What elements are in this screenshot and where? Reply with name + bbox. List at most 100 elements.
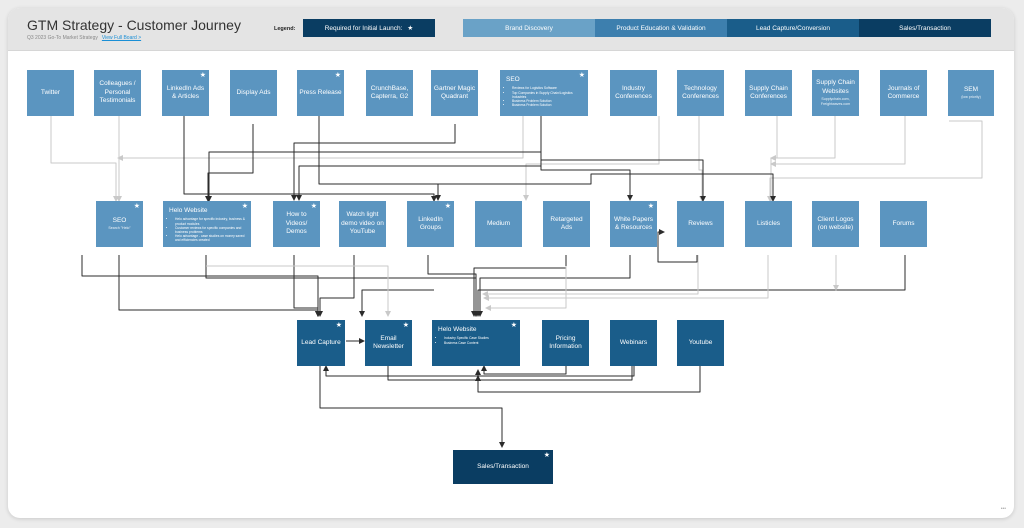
node-press[interactable]: Press Release ★: [297, 70, 344, 116]
node-bullet: Helo advantage - case studies on money s…: [175, 234, 245, 242]
node-label: Technology Conferences: [682, 84, 719, 100]
node-label: Watch light demo video on YouTube: [341, 211, 384, 236]
board-header: GTM Strategy - Customer Journey Q3 2023 …: [8, 8, 1014, 51]
node-label: Display Ads: [236, 88, 271, 96]
node-bullet-list: Helo advantage for specific industry, bu…: [169, 217, 245, 242]
node-display[interactable]: Display Ads: [230, 70, 277, 116]
star-icon: ★: [334, 72, 341, 79]
node-listicles[interactable]: Listicles: [745, 201, 792, 247]
node-helo1[interactable]: Helo WebsiteHelo advantage for specific …: [163, 201, 251, 247]
node-email[interactable]: Email Newsletter ★: [365, 320, 412, 366]
stage-label: Sales/Transaction: [899, 24, 951, 32]
node-colleagues[interactable]: Colleagues / Personal Testimonials: [94, 70, 141, 116]
star-icon: ★: [402, 322, 409, 329]
star-icon: ★: [335, 322, 342, 329]
node-bullet: Business Problem Solution: [512, 103, 582, 107]
view-full-board-link[interactable]: View Full Board >: [101, 35, 142, 41]
node-ligroups[interactable]: LinkedIn Groups★: [407, 201, 454, 247]
stage-lead-capture: Lead Capture/Conversion: [727, 19, 859, 37]
node-forums[interactable]: Forums: [880, 201, 927, 247]
node-sem[interactable]: SEM(low priority): [948, 70, 994, 116]
board-footer-mark: •••: [1000, 506, 1006, 512]
node-label: Email Newsletter: [373, 334, 404, 350]
node-label: How to Videos/ Demos: [285, 211, 308, 236]
node-label: Lead Capture: [301, 338, 341, 346]
node-label: Twitter: [40, 88, 61, 96]
node-label: Client Logos (on website): [817, 215, 854, 231]
stage-label: Lead Capture/Conversion: [755, 24, 831, 32]
stage-label: Brand Discovery: [505, 24, 553, 32]
node-label: Youtube: [688, 338, 713, 346]
node-scconf[interactable]: Supply Chain Conferences: [745, 70, 792, 116]
node-label: Medium: [486, 219, 511, 227]
node-label: Webinars: [619, 338, 648, 346]
node-gartner[interactable]: Gartner Magic Quadrant: [431, 70, 478, 116]
node-bullet: Top Companies in Supply Chain/Logistics …: [512, 91, 582, 99]
stage-brand-discovery: Brand Discovery: [463, 19, 595, 37]
node-label: SEO: [112, 216, 127, 224]
node-medium[interactable]: Medium: [475, 201, 522, 247]
node-label: Industry Conferences: [615, 84, 652, 100]
node-howto[interactable]: How to Videos/ Demos★: [273, 201, 320, 247]
subtitle-text: Q3 2023 Go-To Market Strategy: [27, 35, 98, 41]
node-label: Helo Website: [438, 326, 477, 333]
node-sales[interactable]: Sales/Transaction ★: [453, 450, 553, 484]
node-youtube[interactable]: Youtube: [677, 320, 724, 366]
node-pricing[interactable]: Pricing Information: [542, 320, 589, 366]
stage-product-education: Product Education & Validation: [595, 19, 727, 37]
legend-label: Legend:: [274, 26, 296, 32]
node-bullet-list: Reviews for Logistics SoftwareTop Compan…: [506, 86, 582, 107]
node-bullet-list: Industry Specific Case StudiesBusiness C…: [438, 336, 489, 344]
node-seo2[interactable]: SEO Search "Helo" ★: [96, 201, 143, 247]
node-webinars[interactable]: Webinars: [610, 320, 657, 366]
node-white[interactable]: White Papers & Resources ★: [610, 201, 657, 247]
node-label: Press Release: [299, 88, 342, 96]
node-lead[interactable]: Lead Capture ★: [297, 320, 345, 366]
node-bullet: Reviews for Logistics Software: [512, 86, 582, 90]
node-label: Helo Website: [169, 207, 208, 214]
node-sublabel: Supplychain.com, Freightwaves.com: [820, 97, 851, 106]
node-indconf[interactable]: Industry Conferences: [610, 70, 657, 116]
stage-sales-transaction: Sales/Transaction: [859, 19, 991, 37]
node-helo2[interactable]: Helo WebsiteIndustry Specific Case Studi…: [432, 320, 520, 366]
page-title: GTM Strategy - Customer Journey: [27, 17, 241, 33]
star-icon: ★: [133, 203, 140, 210]
node-label: Gartner Magic Quadrant: [433, 84, 476, 100]
star-icon: ★: [647, 203, 654, 210]
node-label: Pricing Information: [549, 334, 582, 350]
node-logos[interactable]: Client Logos (on website): [812, 201, 859, 247]
node-label: LinkedIn Groups: [418, 215, 443, 231]
node-label: Forums: [892, 219, 915, 227]
node-bullet: Helo advantage for specific industry, bu…: [175, 217, 245, 225]
board-canvas: GTM Strategy - Customer Journey Q3 2023 …: [8, 8, 1014, 518]
node-label: Sales/Transaction: [477, 462, 529, 470]
node-twitter[interactable]: Twitter: [27, 70, 74, 116]
stage-label: Product Education & Validation: [616, 24, 706, 32]
node-reviews[interactable]: Reviews: [677, 201, 724, 247]
node-watch[interactable]: Watch light demo video on YouTube: [339, 201, 386, 247]
node-label: SEO: [506, 76, 520, 83]
node-retarget[interactable]: Retargeted Ads: [543, 201, 590, 247]
node-label: Retargeted Ads: [550, 215, 583, 231]
star-icon: ★: [310, 203, 317, 210]
node-techconf[interactable]: Technology Conferences: [677, 70, 724, 116]
node-label: Supply Chain Conferences: [749, 84, 788, 100]
connector-lines: [50, 116, 983, 448]
node-sublabel: Search "Helo": [108, 226, 131, 231]
node-label: CrunchBase, Capterra, G2: [370, 84, 409, 100]
node-label: Supply Chain Websites: [816, 79, 855, 95]
node-label: White Papers & Resources: [613, 215, 654, 231]
node-bullet: Business Problem Solution: [512, 99, 582, 103]
star-icon: ★: [241, 203, 248, 210]
node-seo1[interactable]: SEO Reviews for Logistics SoftwareTop Com…: [500, 70, 588, 116]
node-bullet: Business Case Content: [444, 341, 489, 345]
node-crunch[interactable]: CrunchBase, Capterra, G2: [366, 70, 413, 116]
node-linkedin[interactable]: LinkedIn Ads & Articles★: [162, 70, 209, 116]
star-icon: ★: [543, 452, 550, 459]
node-bullet: Industry Specific Case Studies: [444, 336, 489, 340]
node-label: Listicles: [756, 219, 781, 227]
star-icon: ★: [199, 72, 206, 79]
node-journals[interactable]: Journals of Commerce: [880, 70, 927, 116]
